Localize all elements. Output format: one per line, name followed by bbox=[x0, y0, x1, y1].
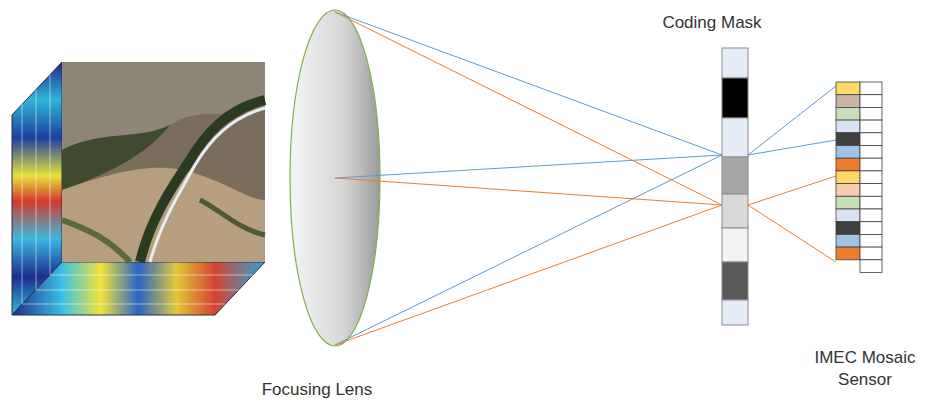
coding-mask bbox=[722, 48, 748, 325]
mosaic-sensor bbox=[836, 82, 882, 273]
lens-label: Focusing Lens bbox=[255, 379, 379, 401]
hyperspectral-cube bbox=[12, 62, 265, 315]
light-rays bbox=[335, 12, 836, 345]
sensor-label: IMEC Mosaic Sensor bbox=[812, 347, 918, 391]
mask-label: Coding Mask bbox=[656, 12, 768, 34]
